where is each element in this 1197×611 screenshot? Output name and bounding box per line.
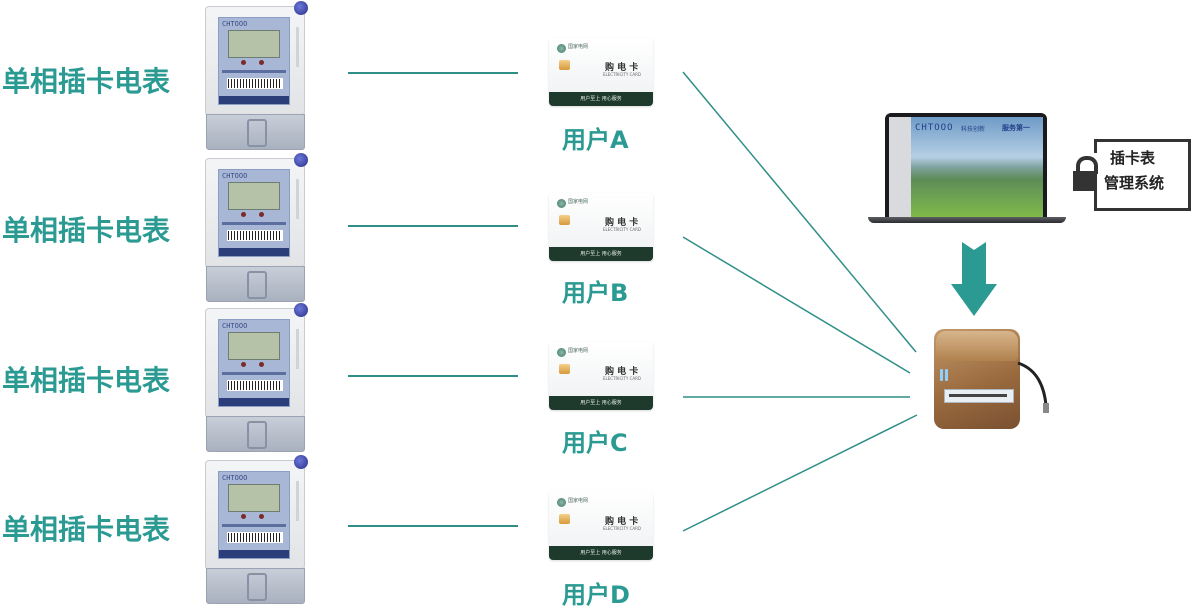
card-band: 用户至上 用心服务 <box>549 396 653 410</box>
card-org: 国家电网 <box>568 348 589 354</box>
meter-brand: CHTOOO <box>222 172 248 180</box>
electric-meter: CHTOOO <box>205 153 308 302</box>
chip-icon <box>559 60 570 70</box>
screen-brand: CHTOOO <box>915 123 954 133</box>
management-system-box: 插卡表 管理系统 <box>1073 139 1192 211</box>
card-subtitle: ELECTRICITY CARD <box>603 376 641 381</box>
card-org: 国家电网 <box>568 498 589 504</box>
user-label: 用户C <box>562 429 628 457</box>
terminal-cover <box>206 416 305 452</box>
electricity-card: 国家电网 购 电 卡 ELECTRICITY CARD 用户至上 用心服务 <box>549 38 653 106</box>
grid-logo-icon <box>557 199 566 208</box>
card-subtitle: ELECTRICITY CARD <box>603 72 641 77</box>
lock-body-icon <box>1073 171 1097 191</box>
card-title: 购 电 卡 <box>605 218 639 228</box>
card-title: 购 电 卡 <box>605 517 639 527</box>
meter-brand: CHTOOO <box>222 20 248 28</box>
meter-lcd <box>228 332 280 360</box>
card-org: 国家电网 <box>568 199 589 205</box>
arrow-down-icon <box>951 242 997 316</box>
seal-knob-icon <box>294 303 308 317</box>
user-label: 用户D <box>562 581 630 609</box>
seal-knob-icon <box>294 455 308 469</box>
laptop: CHTOOO 科技创新 服务第一 <box>868 113 1066 225</box>
chip-icon <box>559 215 570 225</box>
meter-brand: CHTOOO <box>222 322 248 330</box>
card-reader-line-a <box>682 71 917 353</box>
barcode-icon <box>227 380 283 391</box>
meter-label: 单相插卡电表 <box>2 65 171 98</box>
user-label: 用户B <box>562 279 629 307</box>
grid-logo-icon <box>557 498 566 507</box>
system-title-line2: 管理系统 <box>1104 174 1165 192</box>
electricity-card: 国家电网 购 电 卡 ELECTRICITY CARD 用户至上 用心服务 <box>549 342 653 410</box>
meter-lcd <box>228 30 280 58</box>
electric-meter: CHTOOO <box>205 303 308 452</box>
electricity-card: 国家电网 购 电 卡 ELECTRICITY CARD 用户至上 用心服务 <box>549 193 653 261</box>
card-reader-line-d <box>682 414 918 532</box>
meter-brand: CHTOOO <box>222 474 248 482</box>
electric-meter: CHTOOO <box>205 455 308 604</box>
meter-label: 单相插卡电表 <box>2 364 171 397</box>
card-subtitle: ELECTRICITY CARD <box>603 227 641 232</box>
screen-slogan-2: 服务第一 <box>1002 124 1030 132</box>
lock-icon <box>1076 156 1098 174</box>
electricity-card: 国家电网 购 电 卡 ELECTRICITY CARD 用户至上 用心服务 <box>549 492 653 560</box>
barcode-icon <box>227 78 283 89</box>
barcode-icon <box>227 230 283 241</box>
terminal-cover <box>206 568 305 604</box>
card-band: 用户至上 用心服务 <box>549 92 653 106</box>
barcode-icon <box>227 532 283 543</box>
meter-lcd <box>228 182 280 210</box>
terminal-cover <box>206 114 305 150</box>
card-title: 购 电 卡 <box>605 63 639 73</box>
status-led-icon <box>940 369 950 383</box>
seal-knob-icon <box>294 1 308 15</box>
system-title-line1: 插卡表 <box>1110 149 1156 167</box>
electric-meter: CHTOOO <box>205 1 308 150</box>
usb-cable-icon <box>1017 361 1049 413</box>
card-reader <box>930 325 1050 435</box>
grid-logo-icon <box>557 44 566 53</box>
card-subtitle: ELECTRICITY CARD <box>603 526 641 531</box>
card-band: 用户至上 用心服务 <box>549 546 653 560</box>
chip-icon <box>559 364 570 374</box>
screen-slogan-1: 科技创新 <box>961 126 986 133</box>
card-reader-line-b <box>682 236 911 374</box>
meter-lcd <box>228 484 280 512</box>
user-label: 用户A <box>562 126 629 154</box>
seal-knob-icon <box>294 153 308 167</box>
card-title: 购 电 卡 <box>605 367 639 377</box>
card-slot <box>944 389 1014 403</box>
meter-label: 单相插卡电表 <box>2 513 171 546</box>
chip-icon <box>559 514 570 524</box>
terminal-cover <box>206 266 305 302</box>
card-band: 用户至上 用心服务 <box>549 247 653 261</box>
laptop-screen: CHTOOO 科技创新 服务第一 <box>889 117 1043 217</box>
grid-logo-icon <box>557 348 566 357</box>
card-org: 国家电网 <box>568 44 589 50</box>
meter-label: 单相插卡电表 <box>2 214 171 247</box>
